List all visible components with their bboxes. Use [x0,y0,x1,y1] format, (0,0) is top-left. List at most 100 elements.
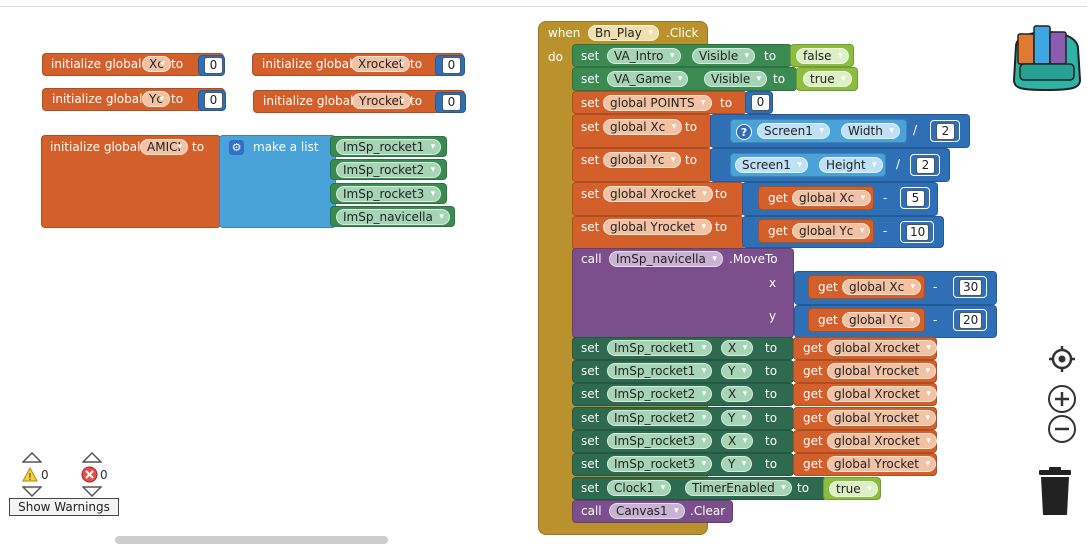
property-dropdown[interactable]: X [721,386,754,402]
boolean-dropdown[interactable]: true [803,71,852,87]
number-block[interactable]: 5 [900,187,930,209]
number-value[interactable]: 30 [959,279,983,296]
property-dropdown[interactable]: Height [819,157,883,173]
property-dropdown[interactable]: TimerEnabled [685,480,792,496]
set-rocket2-x-block[interactable]: set ImSp_rocket2 X to [572,383,794,406]
center-icon[interactable] [1048,345,1076,373]
property-dropdown[interactable]: Y [721,363,753,379]
call-canvas1-clear-block[interactable]: call Canvas1 .Clear [572,500,733,523]
number-value[interactable]: 0 [751,94,770,111]
set-global-xrocket-block[interactable]: set global Xrocket to [572,182,744,216]
number-value[interactable]: 10 [906,224,930,241]
get-global-xrocket-block[interactable]: get global Xrocket [793,430,937,453]
var-name-xc[interactable]: Xc [142,56,171,72]
variable-dropdown[interactable]: global POINTS [603,95,712,111]
var-name-yc[interactable]: Yc [142,91,170,107]
variable-dropdown[interactable]: global Xc [792,190,872,206]
property-dropdown[interactable]: X [721,433,754,449]
property-dropdown[interactable]: X [721,340,754,356]
variable-dropdown[interactable]: global Xrocket [603,186,713,202]
number-block[interactable]: 0 [198,90,226,111]
property-dropdown[interactable]: Y [721,410,753,426]
set-global-points-block[interactable]: set global POINTS to [572,91,747,114]
component-dropdown[interactable]: ImSp_rocket2 [336,162,442,178]
var-name-amici[interactable]: AMICI [140,139,189,155]
property-dropdown[interactable]: Visible [704,71,768,87]
component-dropdown[interactable]: ImSp_rocket2 [607,386,713,402]
horizontal-scrollbar[interactable] [115,536,388,544]
set-rocket2-y-block[interactable]: set ImSp_rocket2 Y to [572,407,794,430]
set-va-intro-visible-block[interactable]: set VA_Intro Visible to [572,44,792,67]
property-dropdown[interactable]: Width [841,123,900,139]
zoom-out-icon[interactable] [1047,414,1077,444]
property-dropdown[interactable]: Visible [692,48,756,64]
component-dropdown[interactable]: ImSp_rocket2 [607,410,713,426]
var-name-yrocket[interactable]: Yrocket [352,93,411,109]
component-dropdown[interactable]: ImSp_rocket3 [607,456,713,472]
component-dropdown[interactable]: Screen1 [757,123,830,139]
set-global-xc-block[interactable]: set global Xc to [572,114,712,148]
number-value[interactable]: 20 [959,312,983,329]
set-rocket1-y-block[interactable]: set ImSp_rocket1 Y to [572,360,794,383]
variable-dropdown[interactable]: global Yrocket [827,410,936,426]
number-block[interactable]: 20 [953,309,987,331]
component-dropdown[interactable]: Bn_Play [588,25,659,41]
number-block[interactable]: 0 [745,91,773,114]
variable-dropdown[interactable]: global Yrocket [603,219,712,235]
variable-dropdown[interactable]: global Yrocket [827,363,936,379]
init-global-xc-block[interactable]: initialize global Xc to 0 [42,53,225,76]
variable-dropdown[interactable]: global Yc [842,312,921,328]
component-dropdown[interactable]: ImSp_rocket1 [607,363,713,379]
get-global-yrocket-block[interactable]: get global Yrocket [793,407,937,430]
number-value[interactable]: 0 [442,94,461,111]
component-dropdown[interactable]: ImSp_rocket1 [607,340,713,356]
set-global-yrocket-block[interactable]: set global Yrocket to [572,216,744,250]
zoom-in-icon[interactable] [1047,384,1077,414]
help-icon[interactable]: ? [736,124,752,140]
number-value[interactable]: 2 [936,123,955,140]
component-dropdown[interactable]: Clock1 [607,480,672,496]
component-dropdown[interactable]: VA_Intro [607,48,681,64]
get-global-xc-block[interactable]: get global Xc [758,186,874,210]
number-block[interactable]: 0 [198,55,225,76]
call-navicella-moveto-block[interactable]: call ImSp_navicella .MoveTo x y [572,248,794,338]
screen1-width-block[interactable]: ? Screen1 Width [730,119,907,143]
boolean-dropdown[interactable]: false [796,48,849,64]
number-block[interactable]: 2 [930,120,960,142]
set-rocket3-x-block[interactable]: set ImSp_rocket3 X to [572,430,794,453]
init-global-amici-block[interactable]: initialize global AMICI to [41,135,221,228]
number-value[interactable]: 2 [916,157,935,174]
screen1-height-block[interactable]: Screen1 Height [730,153,886,177]
number-block[interactable]: 10 [900,221,934,243]
component-dropdown[interactable]: Canvas1 [609,503,685,519]
get-global-xrocket-block[interactable]: get global Xrocket [793,337,937,360]
variable-dropdown[interactable]: global Xrocket [827,340,937,356]
gear-icon[interactable]: ⚙ [229,140,244,155]
component-dropdown[interactable]: ImSp_rocket3 [336,186,442,202]
component-dropdown[interactable]: ImSp_rocket1 [336,139,442,155]
component-dropdown[interactable]: Screen1 [735,157,808,173]
boolean-block[interactable]: false [790,44,854,67]
prev-warning-arrow-icon[interactable] [22,452,42,463]
show-warnings-button[interactable]: Show Warnings [9,498,119,516]
variable-dropdown[interactable]: global Xrocket [827,433,937,449]
boolean-block[interactable]: true [796,67,858,91]
get-global-yc-block[interactable]: get global Yc [758,219,874,243]
list-item-block[interactable]: ImSp_rocket1 [330,136,447,157]
component-dropdown[interactable]: VA_Game [607,71,689,87]
property-dropdown[interactable]: Y [721,456,753,472]
init-global-yc-block[interactable]: initialize global Yc to 0 [42,88,226,111]
get-global-yrocket-block[interactable]: get global Yrocket [793,360,937,383]
boolean-block[interactable]: true [823,477,881,500]
number-block[interactable]: 30 [953,276,987,298]
variable-dropdown[interactable]: global Yc [603,152,682,168]
boolean-dropdown[interactable]: true [829,481,878,497]
next-warning-arrow-icon[interactable] [22,486,42,497]
get-global-xrocket-block[interactable]: get global Xrocket [793,383,937,406]
var-name-xrocket[interactable]: Xrocket [351,56,411,72]
number-value[interactable]: 0 [204,92,223,109]
component-dropdown[interactable]: ImSp_navicella [609,251,723,267]
prev-error-arrow-icon[interactable] [82,452,102,463]
number-block[interactable]: 0 [435,55,465,76]
